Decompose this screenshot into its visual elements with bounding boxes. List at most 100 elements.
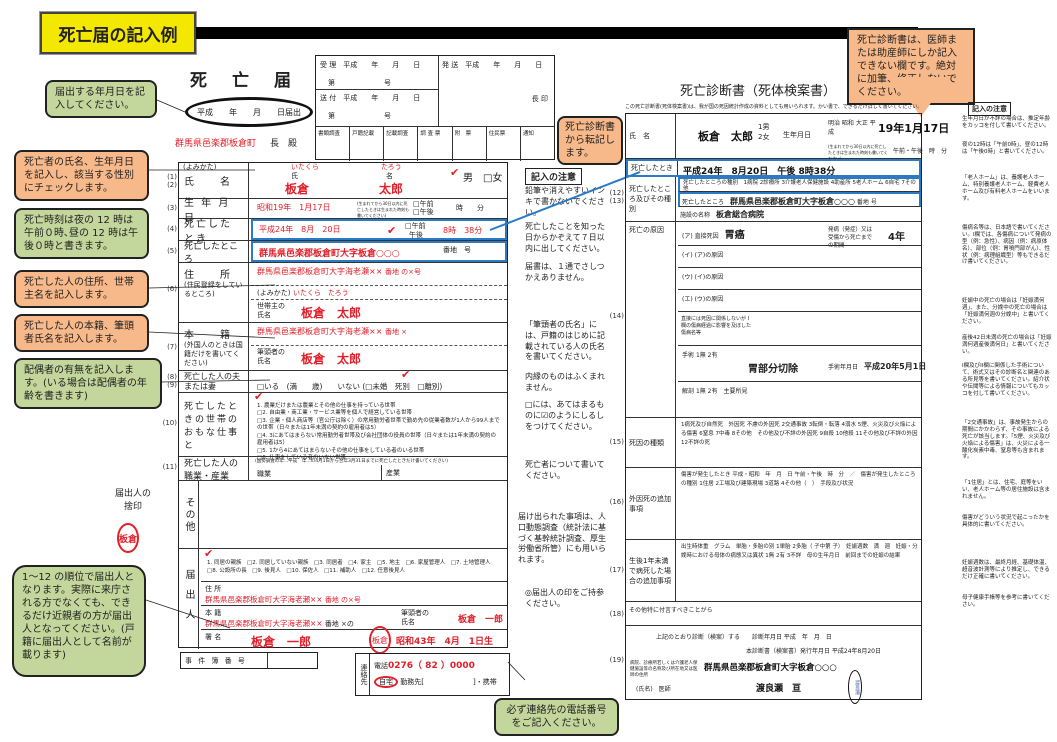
row-number: (10): [162, 419, 177, 427]
row-name: (1)(2) 氏 名 (よみかた) いたくら たろう 氏 名 板倉 太郎 ✔ 男…: [167, 163, 507, 199]
checkmark-icon: ✔: [450, 166, 460, 179]
family-head[interactable]: 板倉 太郎: [301, 352, 362, 366]
note: 傷病名等は、日本語で書いてください。I欄では、各傷病について発病の型（例：急性）…: [962, 225, 1052, 266]
sex-female-checkbox[interactable]: □女: [483, 173, 503, 184]
contact-home-option[interactable]: 自宅: [374, 676, 398, 688]
deceased-first-name[interactable]: 太郎: [379, 182, 404, 196]
cert-birth-time: 午前・午後 時 分: [893, 148, 948, 155]
form-element: [161, 379, 271, 383]
check-col: 記載調査: [384, 127, 419, 161]
place-types: 1病院 2診療所 3介護老人保健施設 4助産所 5老人ホーム 6自宅 7その他: [683, 180, 916, 193]
form-element: [148, 331, 276, 339]
row-number: (8)(9): [167, 373, 177, 390]
issue-date: 本診断書（検案書）発行年月日 平成24年8月20日: [746, 648, 881, 655]
value-cell: 板倉 太郎 1男 2女 生年月日 明治 昭和 大正 平成 19年1月17日 (生…: [678, 114, 949, 161]
work-option[interactable]: □6. 仕事をしている者のいない世帯: [257, 454, 347, 461]
callout-address: 死亡した人の住所、世帯主名を記入します。: [14, 270, 149, 308]
honseki[interactable]: 群馬県邑楽郡板倉町大字海老瀬××: [257, 327, 383, 336]
yomi-line: (よみかた) いたくら たろう: [251, 285, 507, 300]
cause-row: (エ) (ウ)の原因: [678, 290, 921, 312]
contact-phone[interactable]: 0276（ 82 ）0000: [388, 661, 475, 671]
informant-family-head[interactable]: 板倉 一郎: [457, 615, 503, 625]
occupation-field[interactable]: 職業: [257, 470, 271, 478]
cert-name: 板倉 太郎: [698, 130, 753, 143]
birth-date[interactable]: 昭和19年 1月17日: [257, 203, 331, 212]
label: 死亡した人の職業・産業: [179, 457, 249, 482]
received-number: 第 号: [328, 79, 391, 87]
industry-field[interactable]: 産業: [381, 465, 400, 481]
first-label: 名: [386, 172, 393, 180]
am-checkbox[interactable]: □午前: [405, 222, 426, 230]
household-head[interactable]: 板倉 太郎: [301, 306, 362, 320]
callout-spouse: 配偶者の有無を記入します。(いる場合は配偶者の年齢を書きます): [14, 358, 162, 409]
informant-qualification[interactable]: 1. 同居の親族 □2. 同居していない親族 □3. 同居者 □4. 家主 □5…: [207, 560, 497, 575]
label: その他: [179, 481, 199, 548]
cert-facility: 板倉総合病院: [716, 210, 765, 219]
work-option[interactable]: 1. 農業だけまたは農業とその他の仕事を持っている世帯: [257, 403, 396, 409]
value-cell: 群馬県邑楽郡板倉町大字海老瀬×× 番地 の×号 (よみかた) いたくら たろう …: [251, 263, 507, 322]
work-option[interactable]: □2. 自由業・商工業・サービス業等を個人で経営している世帯: [257, 410, 413, 417]
work-option[interactable]: □3. 企業・個人商店等（官公庁は除く）の常用勤労者世帯で勤め先の従業者数が1人…: [257, 417, 500, 432]
note: 傷害がどういう状況で起こったかを具体的に書いてください。: [962, 515, 1050, 528]
cause-ii-row: 直接には死因に関係しないが I 欄の傷病経過に影響を及ぼした傷病名等: [678, 312, 921, 346]
yomi-label: (よみかた): [257, 289, 291, 297]
cert-birth-note: (生まれてから30日以内に死亡したときは生まれた時刻も書いてください): [828, 144, 888, 161]
row-number: (17): [609, 566, 624, 574]
addressee-town: 群馬県邑楽郡板倉町: [175, 139, 257, 149]
check-col: 書類調査: [316, 127, 351, 161]
address-suffix: 番地 号: [443, 246, 471, 254]
informant-address[interactable]: 群馬県邑楽郡板倉町大字海老瀬××: [205, 595, 323, 604]
contact-work-option[interactable]: 勤務先[ ]・携帯: [400, 678, 497, 686]
infant-text: 出生時体重 グラム 単胎・多胎の別 1単胎 2多胎（ 子中第 子） 妊娠週数 満…: [681, 544, 918, 559]
checkmark-icon: ✔: [387, 224, 397, 237]
pm-checkbox[interactable]: 午後: [409, 231, 423, 239]
doctor-seal: 渡良瀬: [848, 670, 862, 704]
label-sub: (外国人のときは国籍だけを書いてください): [184, 341, 243, 367]
surgery-site: 胃部分切除: [748, 364, 798, 375]
facility-label: 施設の名称: [680, 212, 711, 219]
form-element: [489, 171, 641, 231]
informant-birth[interactable]: 昭和43年 4月 1日生: [396, 637, 494, 647]
form-element: [156, 99, 186, 113]
address-suffix: 番地 の×号: [324, 596, 361, 604]
label: 死亡したとき: [628, 161, 678, 175]
row-number: (12)(13): [609, 189, 624, 206]
checkmark-icon: ✔: [401, 368, 411, 381]
row-occupation: (11) 死亡した人の職業・産業 (国勢調査の年…平成 年…の4月1日から翌年3…: [163, 457, 507, 482]
note: 母子健康手帳等を参考に書いてください。: [962, 595, 1050, 608]
cert-birth-label: 生年月日: [783, 131, 811, 139]
type-text: 1病死及び自然死 外因死 不慮の外因死 2交通事故 3転倒・転落 4溺水 5煙、…: [681, 422, 924, 446]
address[interactable]: 群馬県邑楽郡板倉町大字海老瀬××: [257, 267, 383, 276]
contact-box: 連絡先 電話0276（ 82 ）0000 自宅 勤務先[ ]・携帯: [355, 653, 510, 696]
case-number: 事 件 簿 番 号: [180, 652, 318, 669]
death-place[interactable]: 群馬県邑楽郡板倉町大字板倉○○○: [259, 249, 400, 259]
informant-address-cell: 住 所群馬県邑楽郡板倉町大字海老瀬×× 番地 の×号: [201, 582, 507, 606]
work-option[interactable]: □4. 3にあてはまらない常用勤労者世帯及び会社団体の役員の世帯（日々または1年…: [257, 432, 496, 447]
cert-doctor: 渡良瀬 亘: [756, 684, 802, 694]
divider: [267, 653, 268, 668]
death-time[interactable]: 8時 38分: [443, 226, 483, 235]
check-col: 附 票: [453, 127, 487, 161]
sex-male-checkbox[interactable]: 男: [463, 173, 473, 184]
informant-honseki[interactable]: 群馬県邑楽郡板倉町大字海老瀬××: [205, 619, 323, 628]
am-checkbox[interactable]: □午前: [413, 200, 434, 208]
row-honseki: (7) 本 籍(外国人のときは国籍だけを書いてください) 群馬県邑楽郡板倉町大字…: [167, 323, 507, 371]
callout-informant: 1～12 の順位で届出人となります。実際に来庁される方でなくても、できるだけ近親…: [12, 565, 146, 677]
autopsy-row: 解剖 1無 2有 主要所見: [678, 382, 921, 416]
work-option[interactable]: □5. 1から4にあてはまらないその他の仕事をしている者のいる世帯: [257, 447, 425, 454]
label: 氏 名: [179, 163, 249, 198]
label: 死亡の原因: [626, 222, 676, 417]
deceased-last-name[interactable]: 板倉: [285, 182, 310, 196]
cert-sex: 1男 2女: [758, 123, 777, 141]
spouse-status[interactable]: □いる (満 歳) いない (□未婚 死別 □離別): [257, 382, 443, 391]
reception-box: 受 理 平成 年 月 日 第 号 送 付 平成 年 月 日 第 号 発 送 平成…: [315, 55, 555, 161]
informant-signature[interactable]: 板倉 一郎: [251, 635, 312, 649]
surgery-label: 手術: [682, 352, 695, 359]
head-label: 筆頭者の氏名: [401, 609, 429, 626]
pm-checkbox[interactable]: □午後: [413, 208, 434, 216]
row-spouse: (8)(9) 死亡した人の夫または妻 □いる (満 歳) いない (□未婚 死別…: [167, 368, 507, 393]
death-date[interactable]: 平成24年 8月 20日: [259, 225, 341, 234]
down-arrow-icon: [893, 77, 949, 117]
